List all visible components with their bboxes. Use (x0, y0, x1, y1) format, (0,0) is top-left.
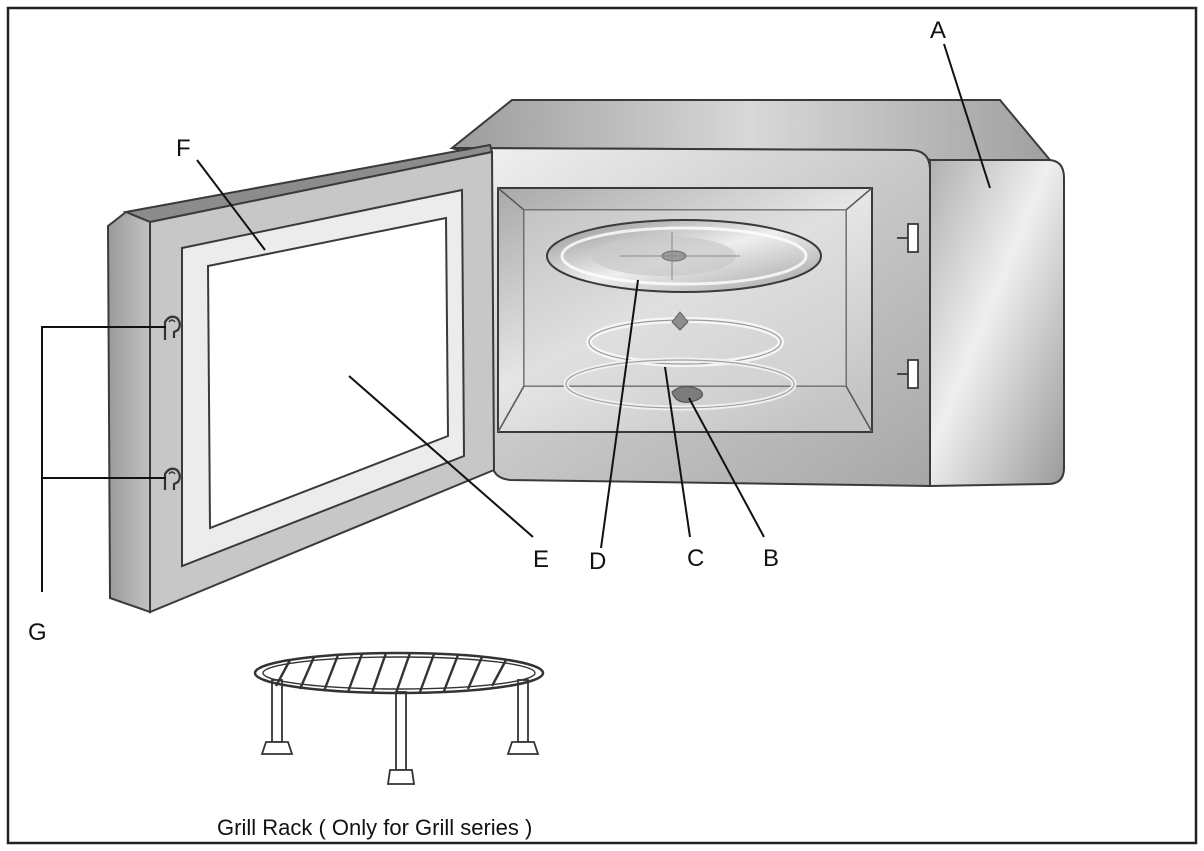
glass-tray (546, 219, 822, 293)
door-window (206, 216, 450, 530)
latch-hole-lower (897, 359, 919, 389)
callout-d: D (589, 548, 606, 575)
microwave-door (106, 143, 496, 614)
callout-b: B (763, 545, 779, 572)
callout-c: C (687, 545, 704, 572)
shaft-coupling (671, 385, 703, 403)
door-hook-lower (163, 467, 181, 490)
control-panel (929, 159, 1065, 488)
rack-ring-outer (253, 651, 545, 695)
callout-f: F (176, 135, 191, 162)
turntable-shaft (671, 311, 689, 331)
roller-ring (563, 311, 797, 411)
grill-rack-caption: Grill Rack ( Only for Grill series ) (217, 815, 532, 840)
leader-a (943, 43, 991, 189)
leader-e (348, 375, 534, 538)
latch-hole-upper (897, 223, 919, 253)
diagram-frame (6, 6, 1198, 845)
leader-f (196, 159, 266, 251)
leader-c (664, 366, 691, 538)
door-hook-upper (163, 315, 181, 340)
callout-g: G (28, 619, 47, 646)
microwave-body (449, 99, 1065, 488)
leader-b (688, 397, 765, 538)
rack-legs (260, 679, 540, 785)
rack-bars (274, 652, 508, 694)
grill-rack (253, 651, 545, 785)
leader-g (41, 326, 166, 592)
callout-a: A (930, 17, 946, 44)
leader-lines (41, 43, 991, 592)
rack-ring-inner (262, 656, 536, 690)
callout-e: E (533, 546, 549, 573)
door-hinge-side (106, 210, 151, 614)
leader-d (600, 279, 639, 549)
